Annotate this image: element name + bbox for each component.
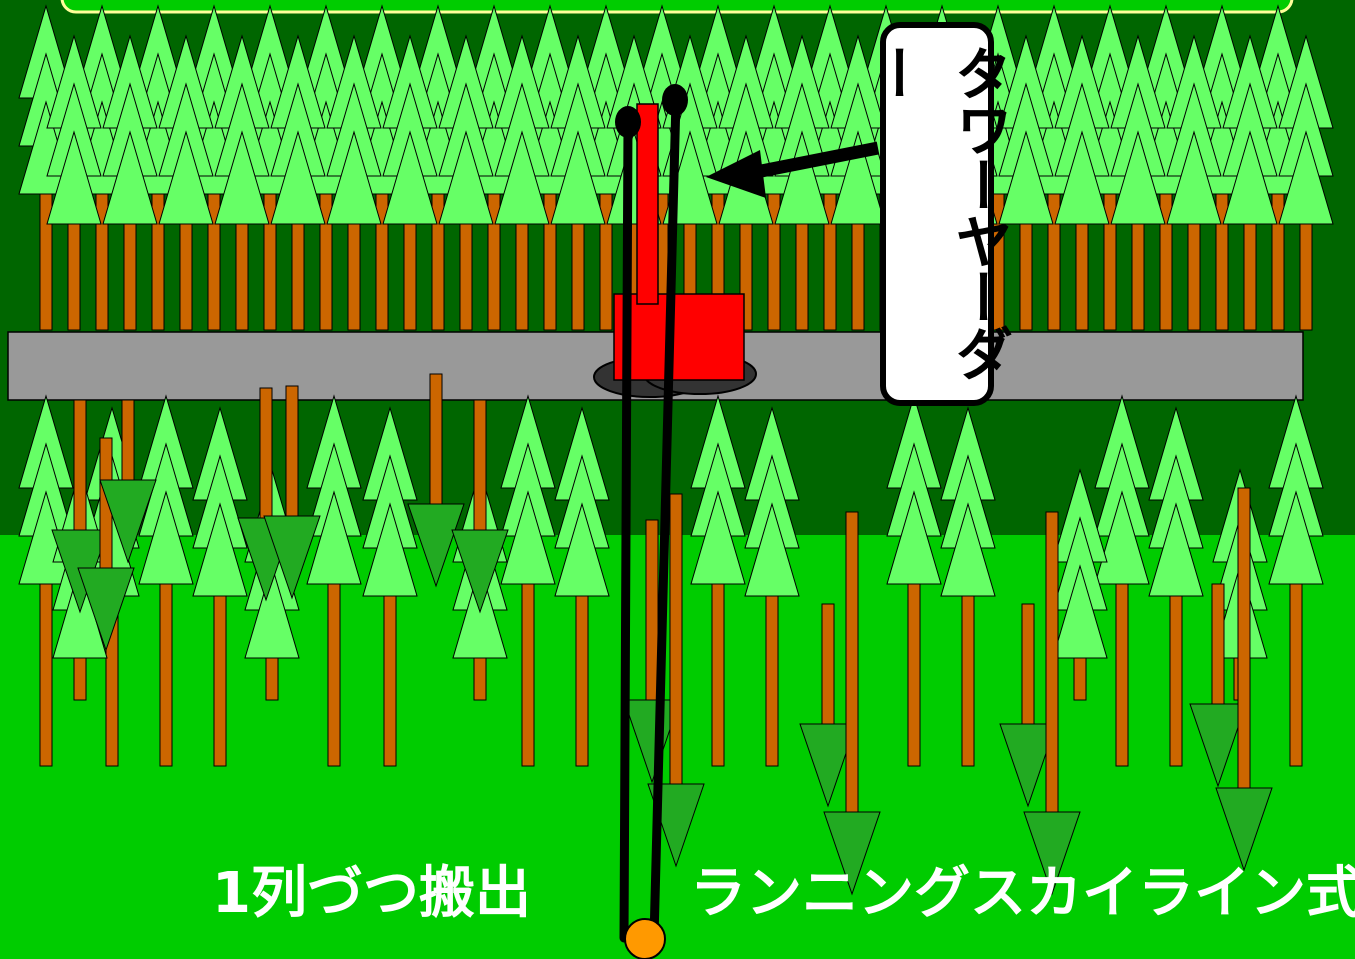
standing-tree [886, 394, 942, 767]
tower-yarder-callout: タワーヤーダー [861, 22, 1013, 406]
tower-pulley-left [615, 106, 641, 138]
tower-yarder-machine [593, 84, 757, 959]
felled-tree [1189, 583, 1247, 788]
felled-tree [823, 511, 881, 896]
felled-trees [51, 373, 1273, 896]
skyline-cable-left [619, 119, 633, 943]
felled-tree [799, 603, 857, 808]
felled-tree [451, 399, 509, 614]
standing-tree [744, 406, 800, 767]
standing-tree [940, 406, 996, 767]
standing-tree [1052, 468, 1108, 701]
felled-tree [1215, 487, 1273, 872]
standing-tree [774, 34, 830, 331]
standing-tree [102, 34, 158, 331]
standing-tree [494, 34, 550, 331]
felled-tree [999, 603, 1057, 808]
arrow-left-icon [706, 141, 880, 198]
standing-tree [1094, 394, 1150, 767]
standing-tree [270, 34, 326, 331]
caption-running-skyline: ランニングスカイライン式 [690, 861, 1355, 926]
standing-tree [1268, 394, 1324, 767]
standing-tree [998, 34, 1054, 331]
standing-tree [158, 34, 214, 331]
felled-tree [407, 373, 465, 588]
standing-tree [500, 394, 556, 767]
top-banner-strip [60, 0, 1294, 14]
back-tree-rows [18, 4, 1334, 331]
standing-tree [438, 34, 494, 331]
standing-tree [1148, 406, 1204, 767]
standing-tree [382, 34, 438, 331]
anchor-point [624, 918, 666, 959]
standing-tree [1222, 34, 1278, 331]
felled-tree [1023, 511, 1081, 896]
callout-label: タワーヤーダー [861, 44, 1013, 380]
standing-tree [550, 34, 606, 331]
standing-tree [214, 34, 270, 331]
yarder-body [613, 293, 745, 381]
standing-tree [46, 34, 102, 331]
skyline-cable-right [649, 95, 681, 943]
standing-tree [138, 394, 194, 767]
felled-tree [99, 399, 157, 564]
tower-pulley-right [662, 84, 688, 116]
standing-tree [1110, 34, 1166, 331]
standing-tree [326, 34, 382, 331]
felled-tree [623, 519, 681, 784]
standing-tree [1278, 34, 1334, 331]
standing-tree [306, 394, 362, 767]
standing-tree [1166, 34, 1222, 331]
standing-tree [690, 394, 746, 767]
caption-row-by-row-extraction: 1列づつ搬出 [212, 861, 531, 926]
standing-tree [362, 406, 418, 767]
standing-tree [1054, 34, 1110, 331]
standing-tree [192, 406, 248, 767]
standing-tree [554, 406, 610, 767]
felled-tree [263, 385, 321, 600]
yarder-tower [636, 103, 659, 305]
